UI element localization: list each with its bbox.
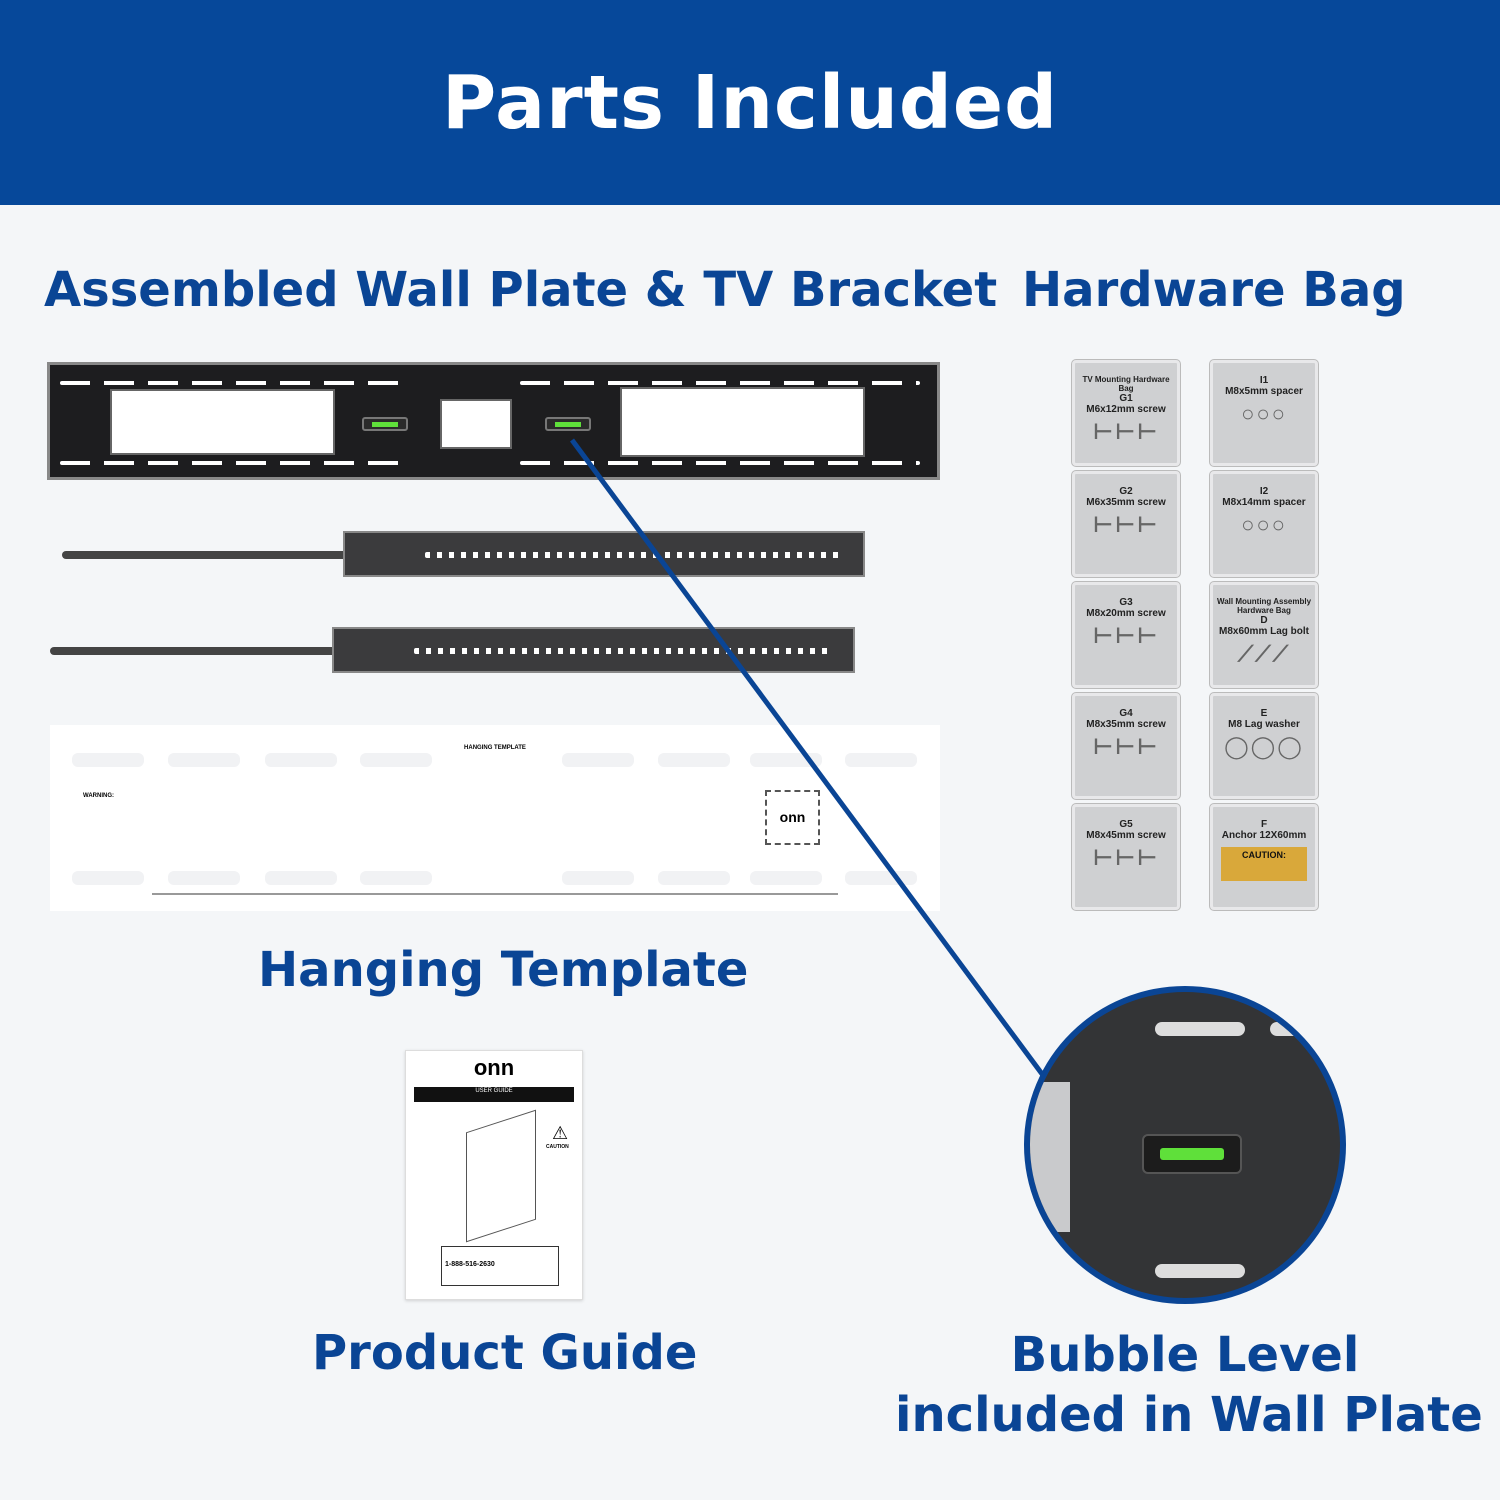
product-guide-image: onn USER GUIDE ⚠ CAUTION 1-888-516-2630 [405, 1050, 583, 1300]
bag-title: Wall Mounting Assembly Hardware Bag [1216, 597, 1312, 615]
washer-icon: ◯◯◯ [1224, 734, 1304, 759]
header-banner: Parts Included [0, 0, 1500, 205]
part-code: G2 [1119, 486, 1133, 497]
template-title: HANGING TEMPLATE [464, 745, 526, 751]
part-name: Anchor 12X60mm [1221, 830, 1307, 841]
part-code: F [1260, 819, 1268, 830]
part-name: M8x14mm spacer [1222, 497, 1306, 508]
bubble-level-icon [545, 417, 591, 431]
part-code: G1 [1119, 393, 1133, 404]
caution-label: CAUTION: [1221, 847, 1307, 881]
wall-plate-image [47, 362, 940, 480]
guide-caution: CAUTION [546, 1144, 569, 1150]
bubble-level-icon [1142, 1134, 1242, 1174]
screw-icon: ⊢⊢⊢ [1092, 845, 1160, 870]
wall-plate-heading: Assembled Wall Plate & TV Bracket [44, 262, 998, 318]
hanging-template-heading: Hanging Template [258, 942, 749, 998]
part-name: M8x45mm screw [1086, 830, 1166, 841]
part-code: E [1260, 708, 1268, 719]
part-name: M6x35mm screw [1086, 497, 1166, 508]
hanging-template-image: HANGING TEMPLATE WARNING: onn [50, 725, 940, 911]
part-code: G5 [1119, 819, 1133, 830]
guide-phone: 1-888-516-2630 [441, 1246, 559, 1286]
qr-code: onn [765, 790, 820, 845]
screw-icon: ⊢⊢⊢ [1092, 623, 1160, 648]
part-name: M8x60mm Lag bolt [1218, 626, 1310, 637]
product-guide-heading: Product Guide [312, 1325, 698, 1381]
part-code: I2 [1259, 486, 1269, 497]
screw-icon: ⊢⊢⊢ [1092, 734, 1160, 759]
template-warning: WARNING: [83, 793, 114, 799]
bubble-level-heading: Bubble Level included in Wall Plate [895, 1325, 1483, 1445]
screw-icon: ⊢⊢⊢ [1092, 419, 1160, 444]
spacer-icon: ○○○ [1241, 401, 1287, 426]
page-title: Parts Included [441, 59, 1059, 146]
part-code: G4 [1119, 708, 1133, 719]
bubble-level-heading-line2: included in Wall Plate [895, 1387, 1483, 1443]
lag-bolt-icon: ⟋⟋⟋ [1237, 641, 1291, 666]
bubble-level-heading-line1: Bubble Level [1010, 1327, 1360, 1383]
part-name: M8x20mm screw [1086, 608, 1166, 619]
part-name: M6x12mm screw [1086, 404, 1166, 415]
part-name: M8 Lag washer [1228, 719, 1300, 730]
part-code: G3 [1119, 597, 1133, 608]
part-code: I1 [1259, 375, 1269, 386]
part-name: M8x5mm spacer [1225, 386, 1303, 397]
bubble-level-zoom [1024, 986, 1346, 1304]
hardware-bag-heading: Hardware Bag [1022, 262, 1406, 318]
part-code: D [1260, 615, 1268, 626]
part-name: M8x35mm screw [1086, 719, 1166, 730]
screw-icon: ⊢⊢⊢ [1092, 512, 1160, 537]
bubble-level-icon [362, 417, 408, 431]
guide-logo: onn [473, 1055, 515, 1080]
bag-title: TV Mounting Hardware Bag [1082, 375, 1170, 393]
guide-banner: USER GUIDE [414, 1087, 574, 1102]
spacer-icon: ○○○ [1241, 512, 1287, 537]
caution-icon: ⚠ [552, 1123, 569, 1143]
